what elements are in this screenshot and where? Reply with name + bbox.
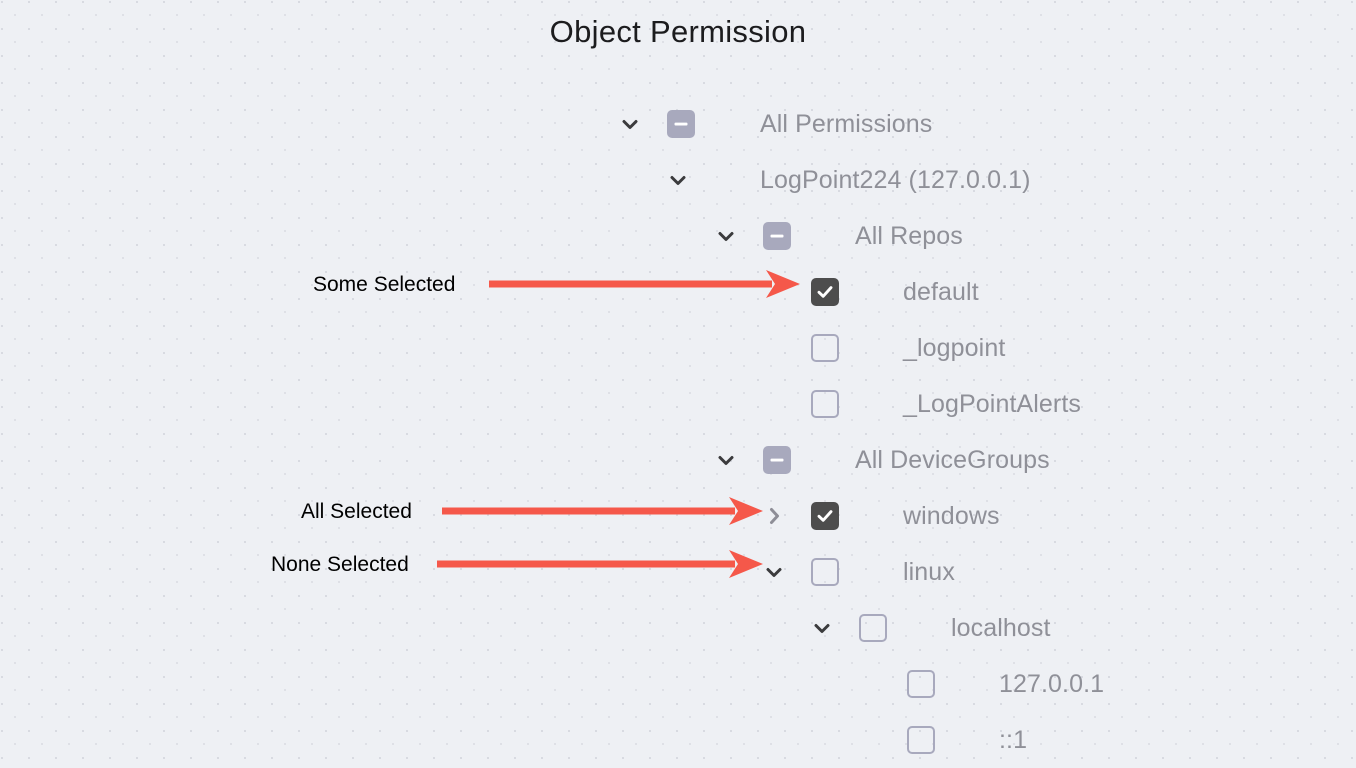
chevron-down-icon[interactable] [713, 223, 739, 249]
tree-row-logpoint[interactable]: _logpoint [0, 320, 1356, 376]
tree-row-label: windows [903, 501, 1000, 530]
tree-row-label: linux [903, 557, 955, 586]
checkbox-checked[interactable] [811, 278, 839, 306]
checkbox-unchecked[interactable] [907, 726, 935, 754]
tree-row-all-repos[interactable]: All Repos [0, 208, 1356, 264]
chevron-down-icon[interactable] [665, 167, 691, 193]
tree-row-label: All Permissions [760, 109, 933, 138]
annotation-arrow-icon [489, 268, 800, 300]
tree-row-linux[interactable]: linux [0, 544, 1356, 600]
tree-row-label: All Repos [855, 221, 963, 250]
tree-row-label: default [903, 277, 979, 306]
tree-row-label: LogPoint224 (127.0.0.1) [760, 165, 1031, 194]
tree-row-1[interactable]: ::1 [0, 712, 1356, 768]
tree-row-default[interactable]: default [0, 264, 1356, 320]
tree-row-all-devicegroups[interactable]: All DeviceGroups [0, 432, 1356, 488]
tree-row-all-permissions[interactable]: All Permissions [0, 96, 1356, 152]
tree-row-label: _LogPointAlerts [903, 389, 1082, 418]
tree-row-label: 127.0.0.1 [999, 669, 1105, 698]
checkbox-checked[interactable] [811, 502, 839, 530]
chevron-right-icon[interactable] [761, 503, 787, 529]
chevron-down-icon[interactable] [617, 111, 643, 137]
annotation-arrow-icon [437, 548, 763, 580]
annotation-label: None Selected [271, 552, 409, 576]
chevron-down-icon[interactable] [713, 447, 739, 473]
annotation-arrow-icon [442, 495, 763, 527]
tree-row-label: localhost [951, 613, 1051, 642]
checkbox-unchecked[interactable] [907, 670, 935, 698]
annotation-label: All Selected [301, 499, 412, 523]
checkbox-unchecked[interactable] [811, 334, 839, 362]
annotation-all-selected: All Selected [301, 495, 763, 527]
checkbox-unchecked[interactable] [859, 614, 887, 642]
checkbox-unchecked[interactable] [811, 558, 839, 586]
tree-row-label: ::1 [999, 725, 1028, 754]
annotation-none-selected: None Selected [271, 548, 763, 580]
page-title: Object Permission [549, 14, 807, 49]
checkbox-unchecked[interactable] [811, 390, 839, 418]
checkbox-indeterminate[interactable] [763, 446, 791, 474]
annotation-some-selected: Some Selected [313, 268, 800, 300]
chevron-down-icon[interactable] [761, 559, 787, 585]
tree-row-label: All DeviceGroups [855, 445, 1050, 474]
tree-row-127-0-0-1[interactable]: 127.0.0.1 [0, 656, 1356, 712]
checkbox-indeterminate[interactable] [763, 222, 791, 250]
tree-row-label: _logpoint [903, 333, 1006, 362]
annotation-label: Some Selected [313, 272, 456, 296]
tree-row-windows[interactable]: windows [0, 488, 1356, 544]
tree-row-logpoint224-127-0-0-1[interactable]: LogPoint224 (127.0.0.1) [0, 152, 1356, 208]
chevron-down-icon[interactable] [809, 615, 835, 641]
tree-row-logpointalerts[interactable]: _LogPointAlerts [0, 376, 1356, 432]
checkbox-indeterminate[interactable] [667, 110, 695, 138]
tree-row-localhost[interactable]: localhost [0, 600, 1356, 656]
